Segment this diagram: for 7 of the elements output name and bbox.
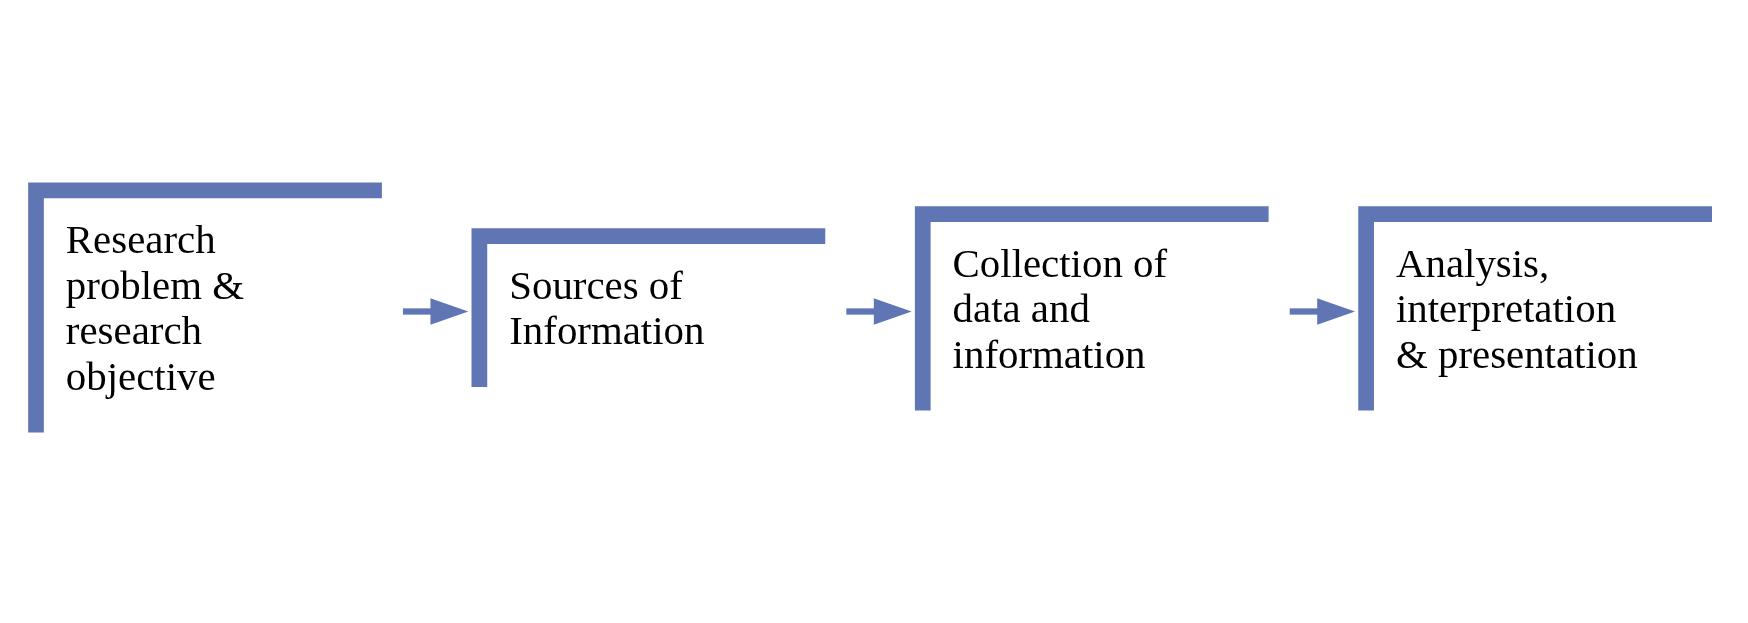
arrow bbox=[1289, 298, 1355, 325]
arrow bbox=[846, 298, 912, 325]
node-text: Analysis, interpretation & presentation bbox=[1395, 240, 1638, 377]
node-text: Collection of data and information bbox=[952, 240, 1168, 377]
node-text: Sources of Information bbox=[509, 262, 705, 354]
node-text: Research problem & research objective bbox=[65, 217, 245, 399]
arrow bbox=[402, 298, 469, 325]
